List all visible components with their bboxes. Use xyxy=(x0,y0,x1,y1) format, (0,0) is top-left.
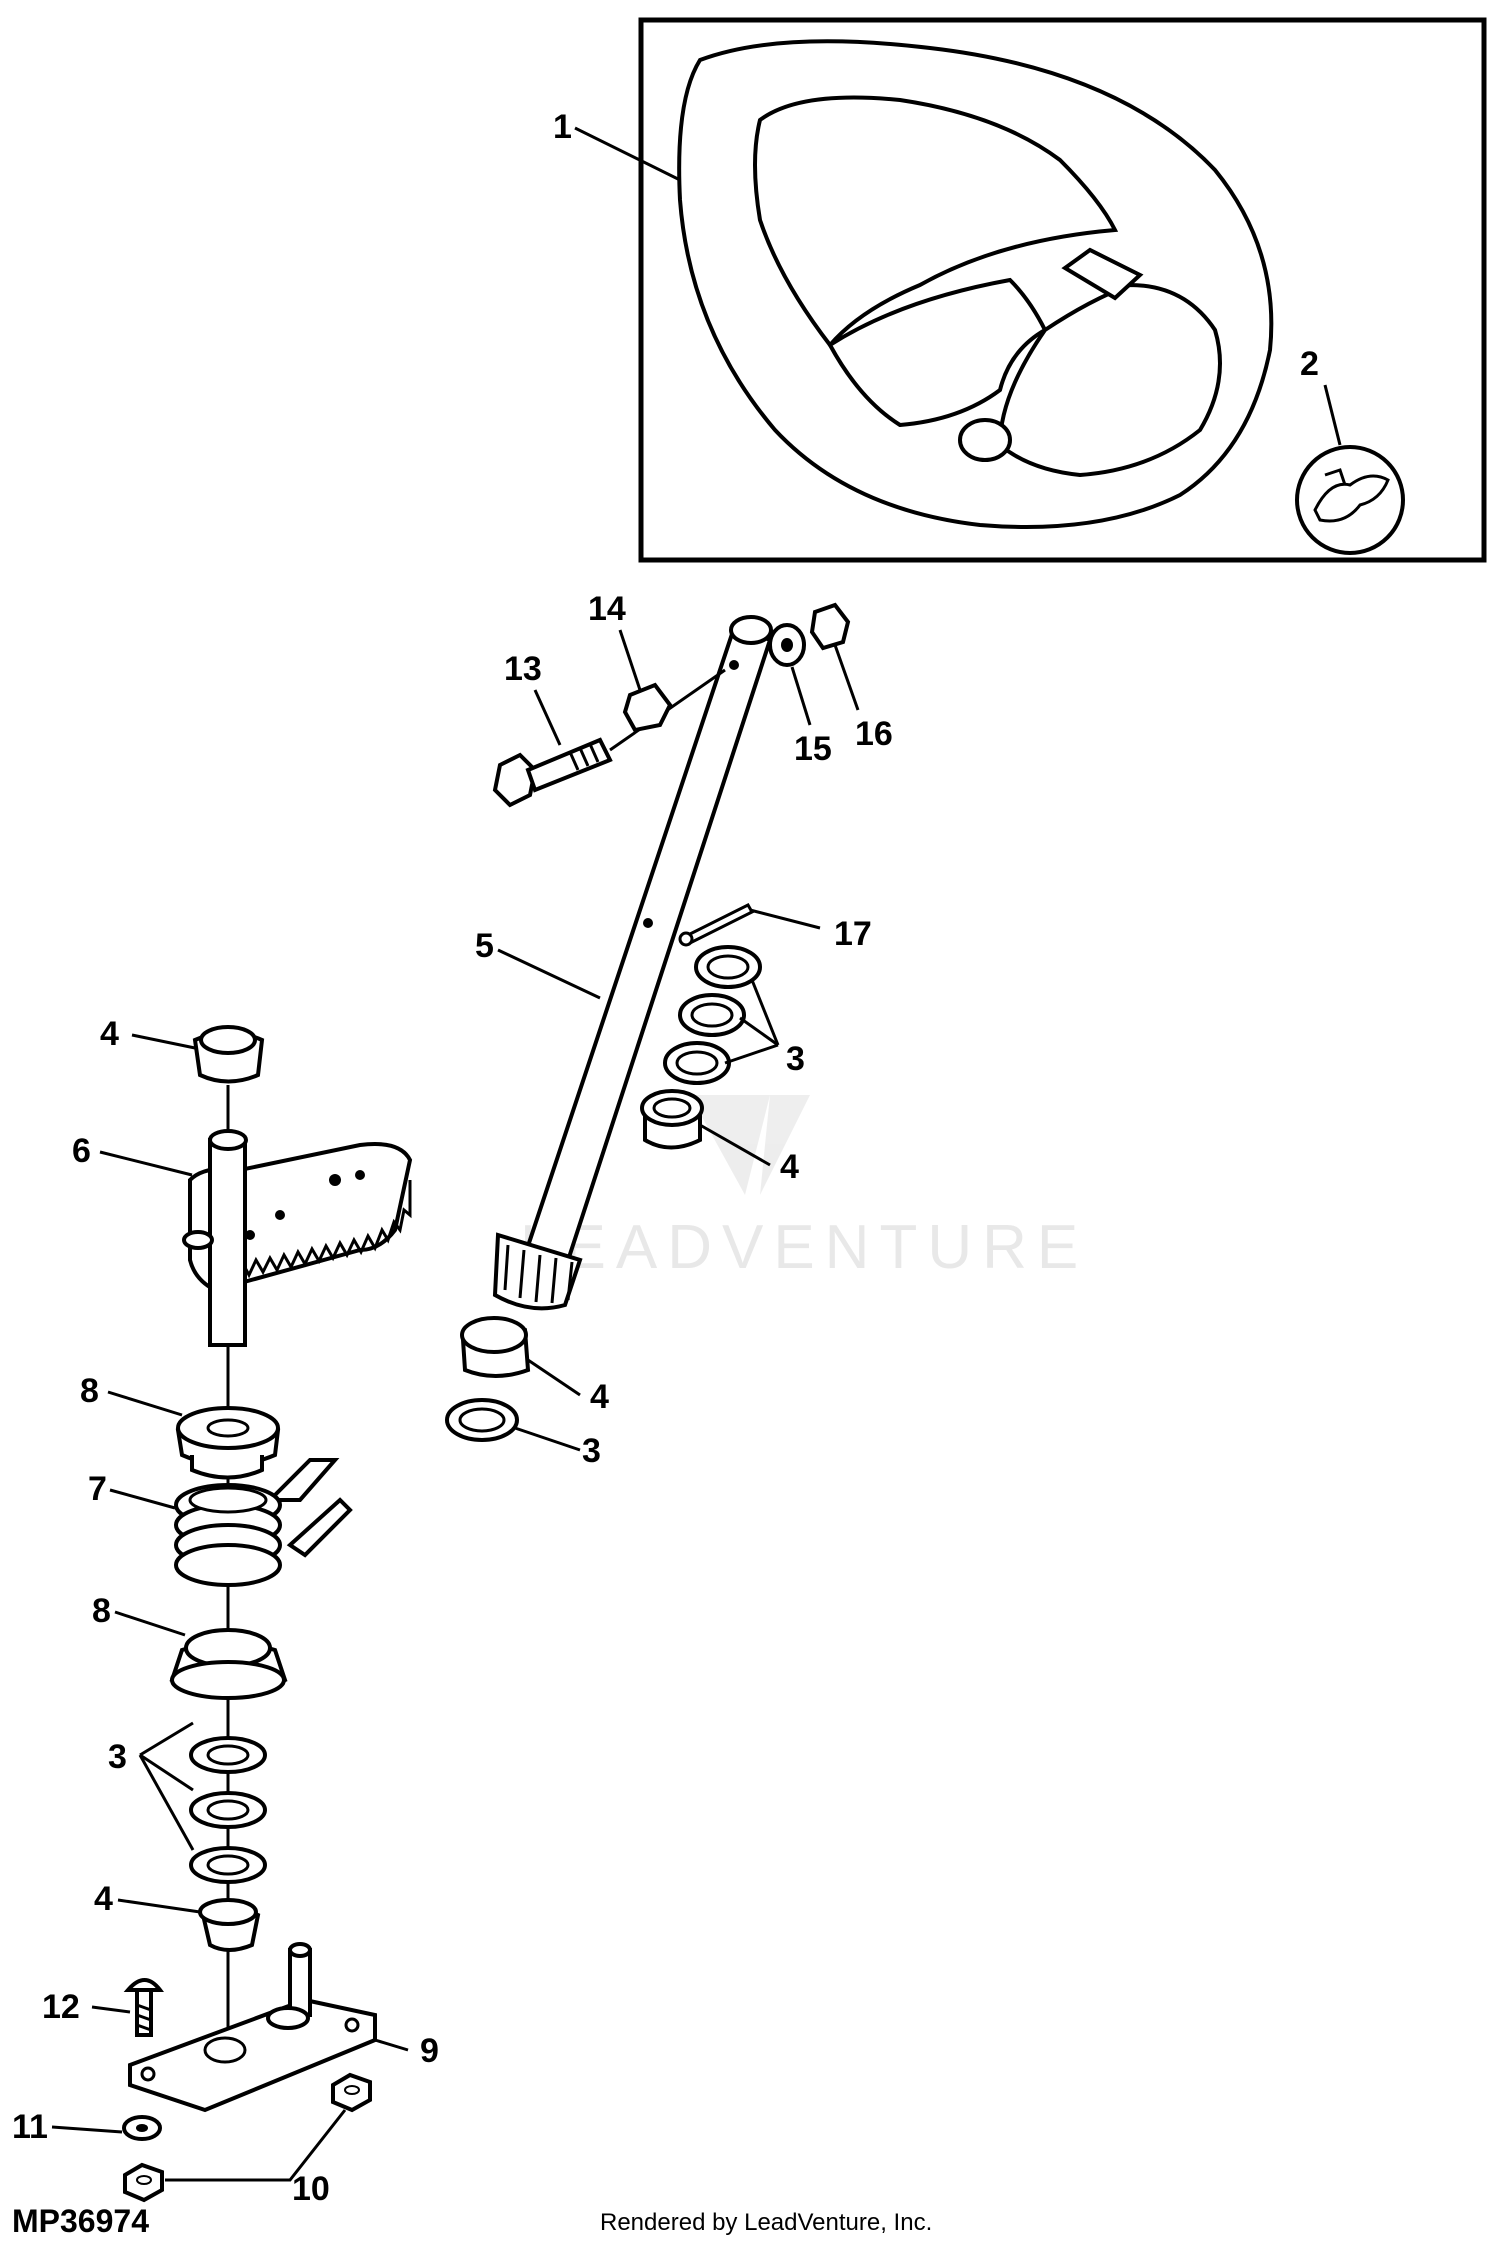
bushing-4-right xyxy=(640,1089,704,1150)
steering-shaft xyxy=(492,615,773,1311)
callout-4-lower: 4 xyxy=(590,1378,609,1416)
sector-gear-6 xyxy=(182,1129,413,1347)
washer-3-lower xyxy=(445,1398,519,1442)
callout-15: 15 xyxy=(794,730,832,768)
callout-11: 11 xyxy=(12,2108,48,2146)
nut-10-right xyxy=(331,2072,372,2113)
callout-7: 7 xyxy=(88,1470,107,1508)
callout-14: 14 xyxy=(588,590,626,628)
callout-1: 1 xyxy=(553,108,572,146)
lock-washer-11 xyxy=(122,2115,162,2141)
callout-8-lower: 8 xyxy=(92,1592,111,1630)
cotter-pin-17 xyxy=(678,903,755,947)
callout-10: 10 xyxy=(292,2170,330,2208)
callout-2: 2 xyxy=(1300,345,1319,383)
bushing-4-bottom-left xyxy=(198,1898,261,1952)
washer-stack-right xyxy=(663,945,762,1085)
bushing-8-upper xyxy=(175,1406,281,1480)
callout-16: 16 xyxy=(855,715,893,753)
callout-17: 17 xyxy=(834,915,872,953)
callout-4-right: 4 xyxy=(780,1148,799,1186)
spring-7 xyxy=(174,1458,353,1587)
steering-wheel-panel xyxy=(638,17,1487,563)
callout-3-right: 3 xyxy=(786,1040,805,1078)
render-credit: Rendered by LeadVenture, Inc. xyxy=(600,2209,932,2236)
callout-3-left: 3 xyxy=(108,1738,127,1776)
nut-16 xyxy=(809,602,851,651)
callout-8-upper: 8 xyxy=(80,1372,99,1410)
bushing-4-top-left xyxy=(192,1025,265,1084)
callout-6: 6 xyxy=(72,1132,91,1170)
nut-10-left xyxy=(123,2162,164,2203)
callout-4-bottom-left: 4 xyxy=(94,1880,113,1918)
watermark-text: LEADVENTURE xyxy=(520,1213,1088,1282)
watermark: LEADVENTURE xyxy=(520,1095,1088,1282)
leader-lines xyxy=(51,126,1342,2182)
washer-stack-left xyxy=(189,1736,267,1884)
washer-15 xyxy=(768,623,806,667)
deere-emblem xyxy=(1295,445,1405,555)
callout-9: 9 xyxy=(420,2032,439,2070)
figure-code: MP36974 xyxy=(12,2203,149,2239)
bolt-13 xyxy=(492,668,726,808)
callout-12: 12 xyxy=(42,1988,80,2026)
callout-labels: 1 2 13 14 15 16 17 5 3 4 4 3 4 6 8 7 8 3… xyxy=(12,108,1319,2208)
bushing-8-lower xyxy=(169,1628,288,1700)
bushing-4-lower xyxy=(460,1316,531,1378)
callout-4-top-left: 4 xyxy=(100,1015,119,1053)
steering-wheel xyxy=(677,39,1274,529)
callout-3-lower: 3 xyxy=(582,1432,601,1470)
callout-13: 13 xyxy=(504,650,542,688)
callout-5: 5 xyxy=(475,927,494,965)
nut-14 xyxy=(622,682,673,733)
carriage-bolt-12 xyxy=(123,1978,165,2037)
